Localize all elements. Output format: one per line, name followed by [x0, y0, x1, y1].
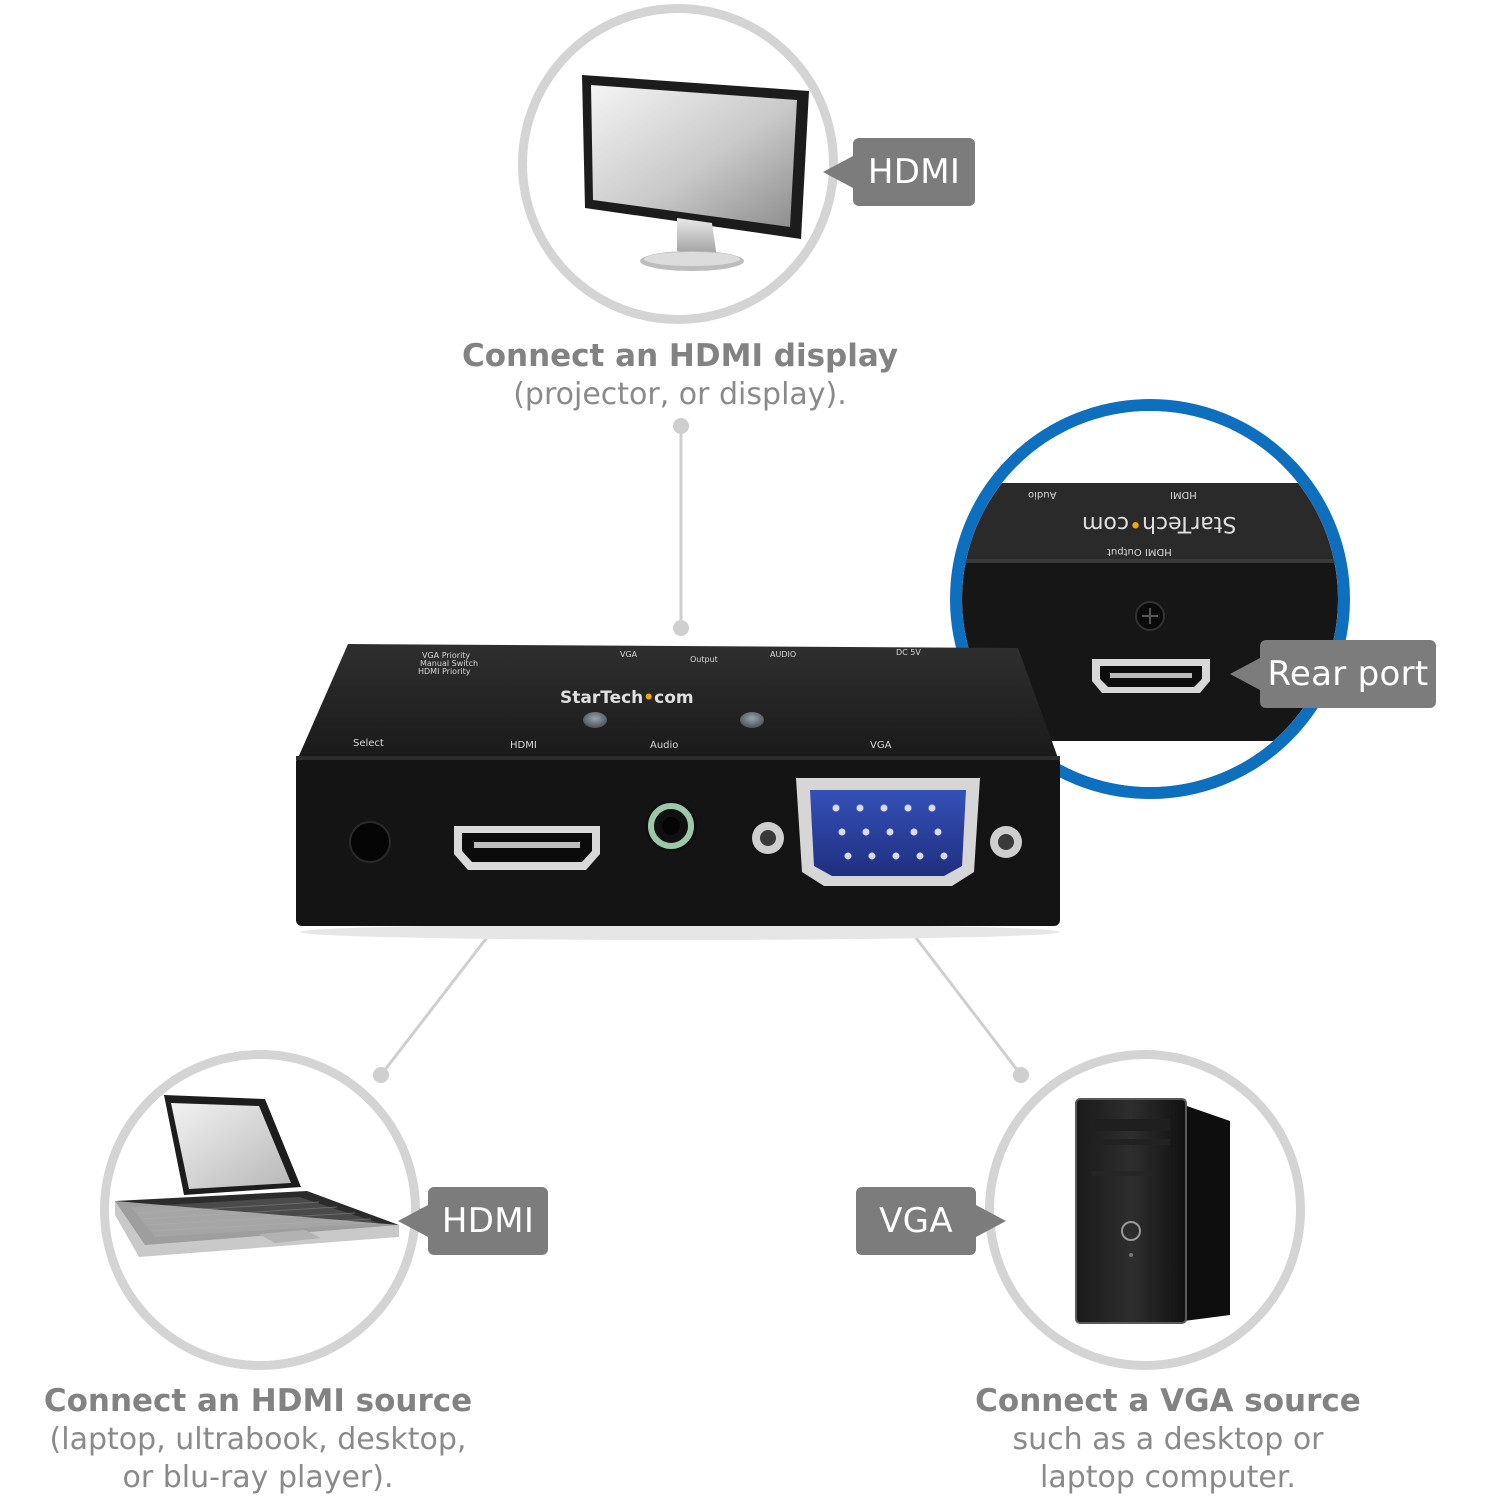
laptop-caption-detail-1: (laptop, ultrabook, desktop,	[49, 1422, 467, 1457]
device-label-dc: DC 5V	[896, 648, 921, 657]
desktop-caption-detail-2: laptop computer.	[1040, 1460, 1296, 1495]
laptop-circle	[100, 1050, 420, 1370]
device-label-vga: VGA	[870, 740, 892, 751]
device-label-output: Output	[690, 655, 718, 664]
device-brand-dot: •	[643, 688, 655, 708]
rear-label-audio: Audio	[1028, 489, 1057, 500]
display-caption-title: Connect an HDMI display	[461, 338, 899, 374]
laptop-caption-title: Connect an HDMI source	[43, 1383, 473, 1419]
rear-port-tag: Rear port	[1230, 640, 1436, 708]
rear-label-hdmi-output: HDMI Output	[1107, 546, 1172, 557]
device-label-select: Select	[353, 738, 384, 749]
display-caption-detail: (projector, or display).	[513, 377, 847, 412]
desktop-caption: Connect a VGA source such as a desktop o…	[930, 1381, 1406, 1497]
desktop-circle	[985, 1050, 1305, 1370]
device-label-top-vga: VGA	[620, 650, 638, 659]
desktop-caption-detail-1: such as a desktop or	[1012, 1422, 1324, 1457]
rear-brand-logo: StarTech•com	[1082, 511, 1236, 536]
switch-device	[296, 644, 1060, 940]
laptop-caption-detail-2: or blu-ray player).	[122, 1460, 394, 1495]
laptop-hdmi-tag: HDMI	[398, 1187, 548, 1255]
monitor-icon	[582, 75, 809, 271]
device-brand-main: StarTech	[560, 688, 644, 708]
device-label-manual-switch: Manual Switch	[420, 659, 479, 668]
display-hdmi-tag: HDMI	[823, 138, 975, 206]
rear-brand-suffix: com	[1082, 511, 1129, 536]
display-caption: Connect an HDMI display (projector, or d…	[430, 336, 930, 414]
device-label-vga-priority: VGA Priority	[422, 651, 471, 660]
device-label-top-audio: AUDIO	[770, 650, 797, 659]
display-circle	[518, 4, 838, 324]
device-label-audio: Audio	[650, 740, 679, 751]
laptop-icon	[115, 1095, 399, 1257]
rear-brand-main: StarTech	[1141, 511, 1237, 536]
laptop-caption: Connect an HDMI source (laptop, ultraboo…	[18, 1381, 498, 1497]
device-label-hdmi-priority: HDMI Priority	[418, 667, 471, 676]
desktop-caption-title: Connect a VGA source	[975, 1383, 1361, 1419]
rear-brand-dot: •	[1129, 511, 1142, 536]
desktop-tower-icon	[1075, 1098, 1230, 1324]
device-brand-suffix: com	[654, 688, 694, 708]
device-brand-logo: StarTech•com	[560, 688, 694, 708]
device-label-hdmi: HDMI	[510, 740, 537, 751]
rear-label-hdmi: HDMI	[1170, 489, 1197, 500]
desktop-vga-tag: VGA	[856, 1187, 1006, 1255]
